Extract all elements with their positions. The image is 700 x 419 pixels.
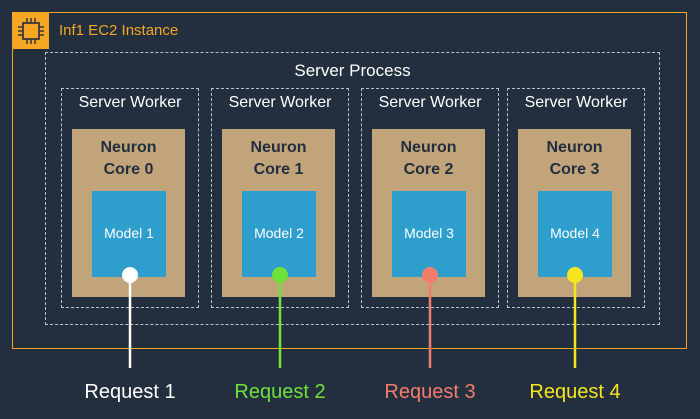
request-dot — [422, 267, 438, 283]
instance-title: Inf1 EC2 Instance — [59, 22, 179, 39]
neuron-core-title: Neuron Core 1 — [222, 137, 335, 181]
model-label: Model 2 — [254, 225, 304, 241]
request-dot — [272, 267, 288, 283]
neuron-core-label: Neuron — [250, 139, 307, 156]
request-dot — [567, 267, 583, 283]
server-worker-title: Server Worker — [524, 94, 628, 111]
neuron-core-number: Core 3 — [549, 161, 600, 178]
model-label: Model 4 — [550, 225, 600, 241]
server-worker-title: Server Worker — [78, 94, 182, 111]
request-dot — [122, 267, 138, 283]
neuron-core-title: Neuron Core 3 — [518, 137, 631, 181]
neuron-core-label: Neuron — [100, 139, 157, 156]
neuron-core-title: Neuron Core 2 — [372, 137, 485, 181]
neuron-core-label: Neuron — [400, 139, 457, 156]
server-process: Server Process — [45, 52, 660, 325]
model-box: Model 1 — [92, 191, 166, 277]
model-label: Model 3 — [404, 225, 454, 241]
server-worker-title: Server Worker — [228, 94, 332, 111]
model-box: Model 3 — [392, 191, 466, 277]
model-box: Model 4 — [538, 191, 612, 277]
request-label: Request 2 — [234, 381, 326, 403]
neuron-core-title: Neuron Core 0 — [72, 137, 185, 181]
request-label: Request 4 — [529, 381, 621, 403]
neuron-core-number: Core 0 — [103, 161, 154, 178]
neuron-core-number: Core 1 — [253, 161, 304, 178]
server-process-title: Server Process — [294, 61, 411, 80]
model-label: Model 1 — [104, 225, 154, 241]
ec2-instance-container: Inf1 EC2 Instance — [12, 12, 687, 349]
neuron-core-number: Core 2 — [403, 161, 454, 178]
request-label: Request 3 — [384, 381, 476, 403]
server-worker-title: Server Worker — [378, 94, 482, 111]
neuron-core: Neuron Core 2 Model 3 — [372, 129, 485, 297]
chip-icon — [13, 13, 49, 49]
neuron-core-label: Neuron — [546, 139, 603, 156]
server-worker: Server Worker Neuron Core 2 Model 3 — [361, 88, 499, 308]
request-label: Request 1 — [84, 381, 176, 403]
model-box: Model 2 — [242, 191, 316, 277]
